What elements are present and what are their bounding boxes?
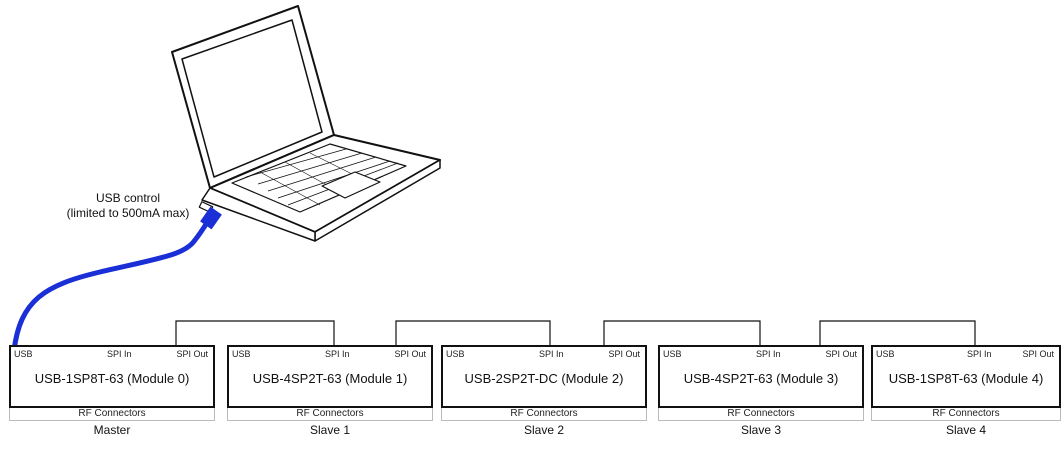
usb-control-line2: (limited to 500mA max): [66, 206, 190, 220]
module-3-box: USB SPI In SPI Out USB-4SP2T-63 (Module …: [658, 345, 864, 408]
spi-in-label: SPI In: [967, 349, 992, 359]
spi-link-3-4: [819, 320, 976, 345]
module-name: USB-1SP8T-63 (Module 4): [888, 371, 1044, 386]
spi-in-label: SPI In: [539, 349, 564, 359]
spi-link-0-1: [175, 320, 335, 345]
module-0-box: USB SPI In SPI Out USB-1SP8T-63 (Module …: [9, 345, 215, 408]
spi-out-label: SPI Out: [825, 349, 857, 359]
usb-cable: [11, 212, 215, 354]
spi-out-label: SPI Out: [176, 349, 208, 359]
spi-out-label: SPI Out: [608, 349, 640, 359]
rf-connectors-label: RF Connectors: [9, 408, 215, 421]
module-name: USB-4SP2T-63 (Module 3): [683, 371, 839, 386]
spi-in-label: SPI In: [325, 349, 350, 359]
module-2-box: USB SPI In SPI Out USB-2SP2T-DC (Module …: [441, 345, 647, 408]
laptop-icon: [171, 5, 441, 242]
module-role: Master: [93, 423, 131, 437]
usb-plug-icon: [200, 206, 222, 230]
usb-port-label: USB: [446, 349, 465, 359]
usb-port-label: USB: [876, 349, 895, 359]
module-1-box: USB SPI In SPI Out USB-4SP2T-63 (Module …: [227, 345, 433, 408]
spi-out-label: SPI Out: [394, 349, 426, 359]
module-role: Slave 1: [309, 423, 351, 437]
usb-port-label: USB: [14, 349, 33, 359]
rf-connectors-label: RF Connectors: [871, 408, 1061, 421]
spi-link-2-3: [603, 320, 761, 345]
module-name: USB-2SP2T-DC (Module 2): [464, 371, 624, 386]
module-name: USB-4SP2T-63 (Module 1): [252, 371, 408, 386]
spi-out-label: SPI Out: [1022, 349, 1054, 359]
rf-connectors-label: RF Connectors: [441, 408, 647, 421]
module-role: Slave 2: [523, 423, 565, 437]
usb-control-line1: USB control: [95, 191, 161, 205]
rf-connectors-label: RF Connectors: [658, 408, 864, 421]
spi-in-label: SPI In: [107, 349, 132, 359]
module-4-box: USB SPI In SPI Out USB-1SP8T-63 (Module …: [871, 345, 1061, 408]
module-role: Slave 3: [740, 423, 782, 437]
spi-link-1-2: [395, 320, 551, 345]
spi-in-label: SPI In: [756, 349, 781, 359]
usb-port-label: USB: [232, 349, 251, 359]
usb-control-label: USB control (limited to 500mA max): [8, 191, 248, 221]
module-name: USB-1SP8T-63 (Module 0): [34, 371, 190, 386]
rf-connectors-label: RF Connectors: [227, 408, 433, 421]
module-role: Slave 4: [945, 423, 987, 437]
spi-connectors: [175, 320, 976, 345]
usb-port-label: USB: [663, 349, 682, 359]
